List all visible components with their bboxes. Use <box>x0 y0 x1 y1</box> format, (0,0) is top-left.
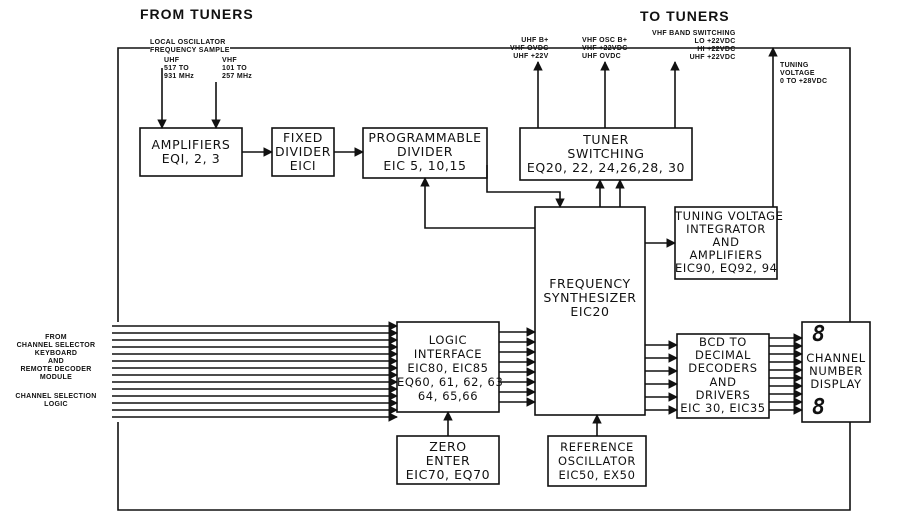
input-bus-arrows <box>112 321 398 422</box>
synth-to-prog-arrow <box>420 177 535 229</box>
logic-to-synth-arrows <box>499 327 536 407</box>
from-tuners-heading: FROM TUNERS <box>140 6 254 22</box>
frequency-synthesizer-box <box>534 206 646 416</box>
display-digit-bottom: 8 <box>812 395 826 420</box>
prog-to-synth-arrow <box>486 165 565 208</box>
bcd-to-display-arrows <box>769 333 803 415</box>
tuner-switching-box <box>519 127 693 181</box>
frame-bus-line <box>117 47 851 511</box>
to-tuners-heading: TO TUNERS <box>640 8 730 24</box>
display-digit-top: 8 <box>812 322 826 347</box>
bcd-decoders-box <box>676 333 770 419</box>
synth-to-bcd-arrows <box>645 340 678 415</box>
